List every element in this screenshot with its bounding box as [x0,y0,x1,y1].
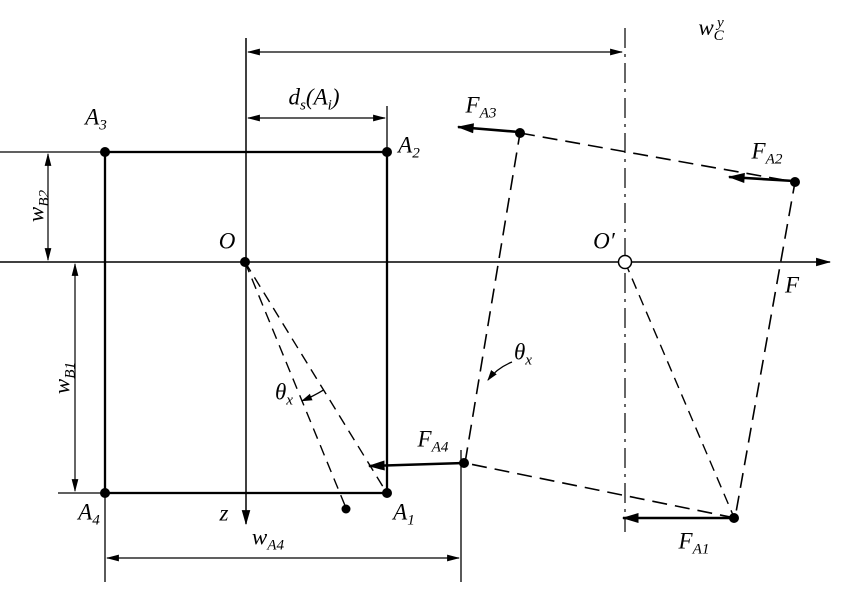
point-a4 [100,488,110,498]
point-fa2 [790,177,800,187]
o-to-rotated-a1-line [244,261,347,509]
force-arrow-fa4 [367,460,465,471]
label-z: z [219,500,229,526]
o-to-a1-line [244,261,386,491]
label-fa2: FA2 [751,138,783,168]
theta-arc-arrow [301,389,324,402]
label-a2: A2 [398,132,420,162]
label-a3: A3 [85,104,107,134]
point-a2 [382,147,392,157]
plate-rectangle [103,150,389,495]
label-wb1: wB1 [49,361,79,395]
rotated-plate-outline [464,132,796,519]
label-theta-x-left: θx [274,379,294,409]
label-fa3: FA3 [465,92,497,122]
point-fa4 [459,458,469,468]
point-fa3 [515,128,525,138]
point-o-prime [617,254,633,270]
label-ds-ai: ds(Ai) [288,84,340,114]
point-a3 [100,147,110,157]
label-a1: A1 [393,499,415,529]
label-theta-x-right: θx [513,339,533,369]
label-fa4: FA4 [417,426,449,456]
label-fa1: FA1 [678,528,710,558]
label-wcy: wCy [698,13,724,44]
point-o [240,257,250,267]
theta-right-pointer-arrow [487,361,513,381]
label-o-prime: O′ [593,228,615,254]
force-arrow-fa3 [456,123,520,134]
label-f: F [784,272,800,298]
point-rotated-a1 [341,504,351,514]
label-wb2: wB2 [23,189,53,223]
force-arrow-fa2 [727,172,795,183]
point-markers [100,128,800,523]
point-a1 [382,488,392,498]
o-prime-to-fa1-line [624,261,734,516]
label-a4: A4 [78,499,100,529]
label-wa4: wA4 [251,524,285,554]
point-fa1 [729,513,739,523]
label-o: O [218,228,236,254]
